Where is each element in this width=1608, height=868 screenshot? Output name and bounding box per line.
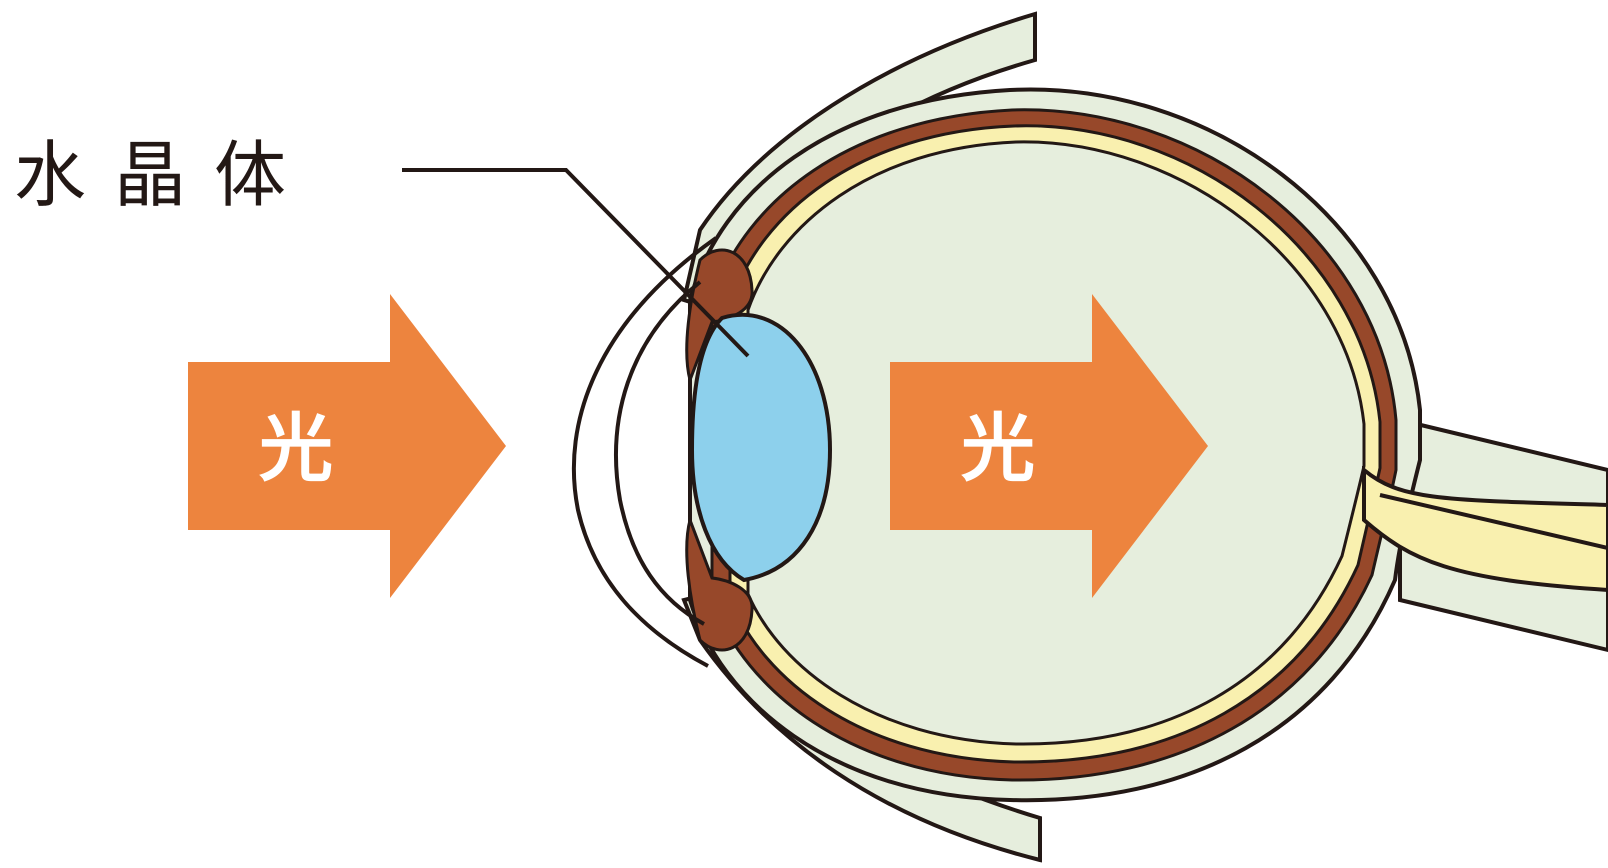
optic-nerve-center-line: [1379, 493, 1608, 550]
light-label-left: 光: [259, 406, 333, 492]
lens: [689, 312, 833, 583]
lens-label: 水晶体: [14, 133, 314, 217]
cornea-inner: [614, 280, 705, 626]
light-arrow-left: [188, 294, 506, 598]
iris-lower: [685, 515, 754, 652]
cornea-outer: [571, 236, 718, 668]
light-arrow-right: [890, 294, 1208, 598]
lens-leader-line: [402, 168, 750, 358]
light-label-right: 光: [961, 406, 1035, 492]
